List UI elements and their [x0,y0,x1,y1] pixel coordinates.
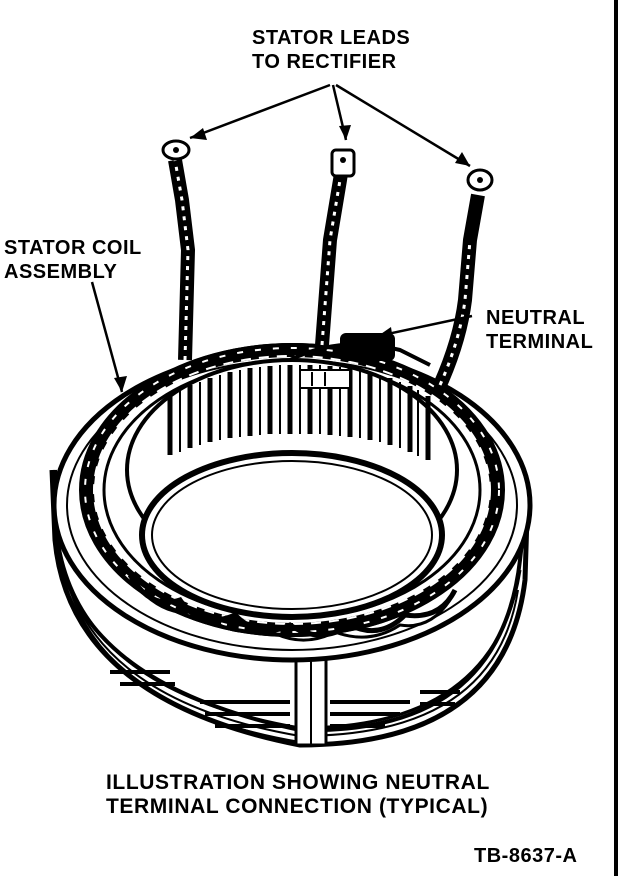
stator-leads [161,139,494,388]
figure-id: TB-8637-A [474,845,578,867]
stator-coil-label-line2: ASSEMBLY [4,261,118,283]
arrowheads [114,125,470,392]
core-slots [125,358,459,620]
stator-coil-label-line1: STATOR COIL [4,237,142,259]
stator-leads-label-line2: TO RECTIFIER [252,51,397,73]
neutral-terminal-label-line2: TERMINAL [486,331,594,353]
coil-windings [79,343,505,642]
caption-line1: ILLUSTRATION SHOWING NEUTRAL [106,771,490,794]
leader-arrows [90,83,473,393]
neutral-terminal-label-line1: NEUTRAL [486,307,586,329]
right-border-rule [614,0,618,876]
neutral-terminal [289,333,431,389]
caption-line2: TERMINAL CONNECTION (TYPICAL) [106,795,489,818]
stator-leads-label-line1: STATOR LEADS [252,27,411,49]
